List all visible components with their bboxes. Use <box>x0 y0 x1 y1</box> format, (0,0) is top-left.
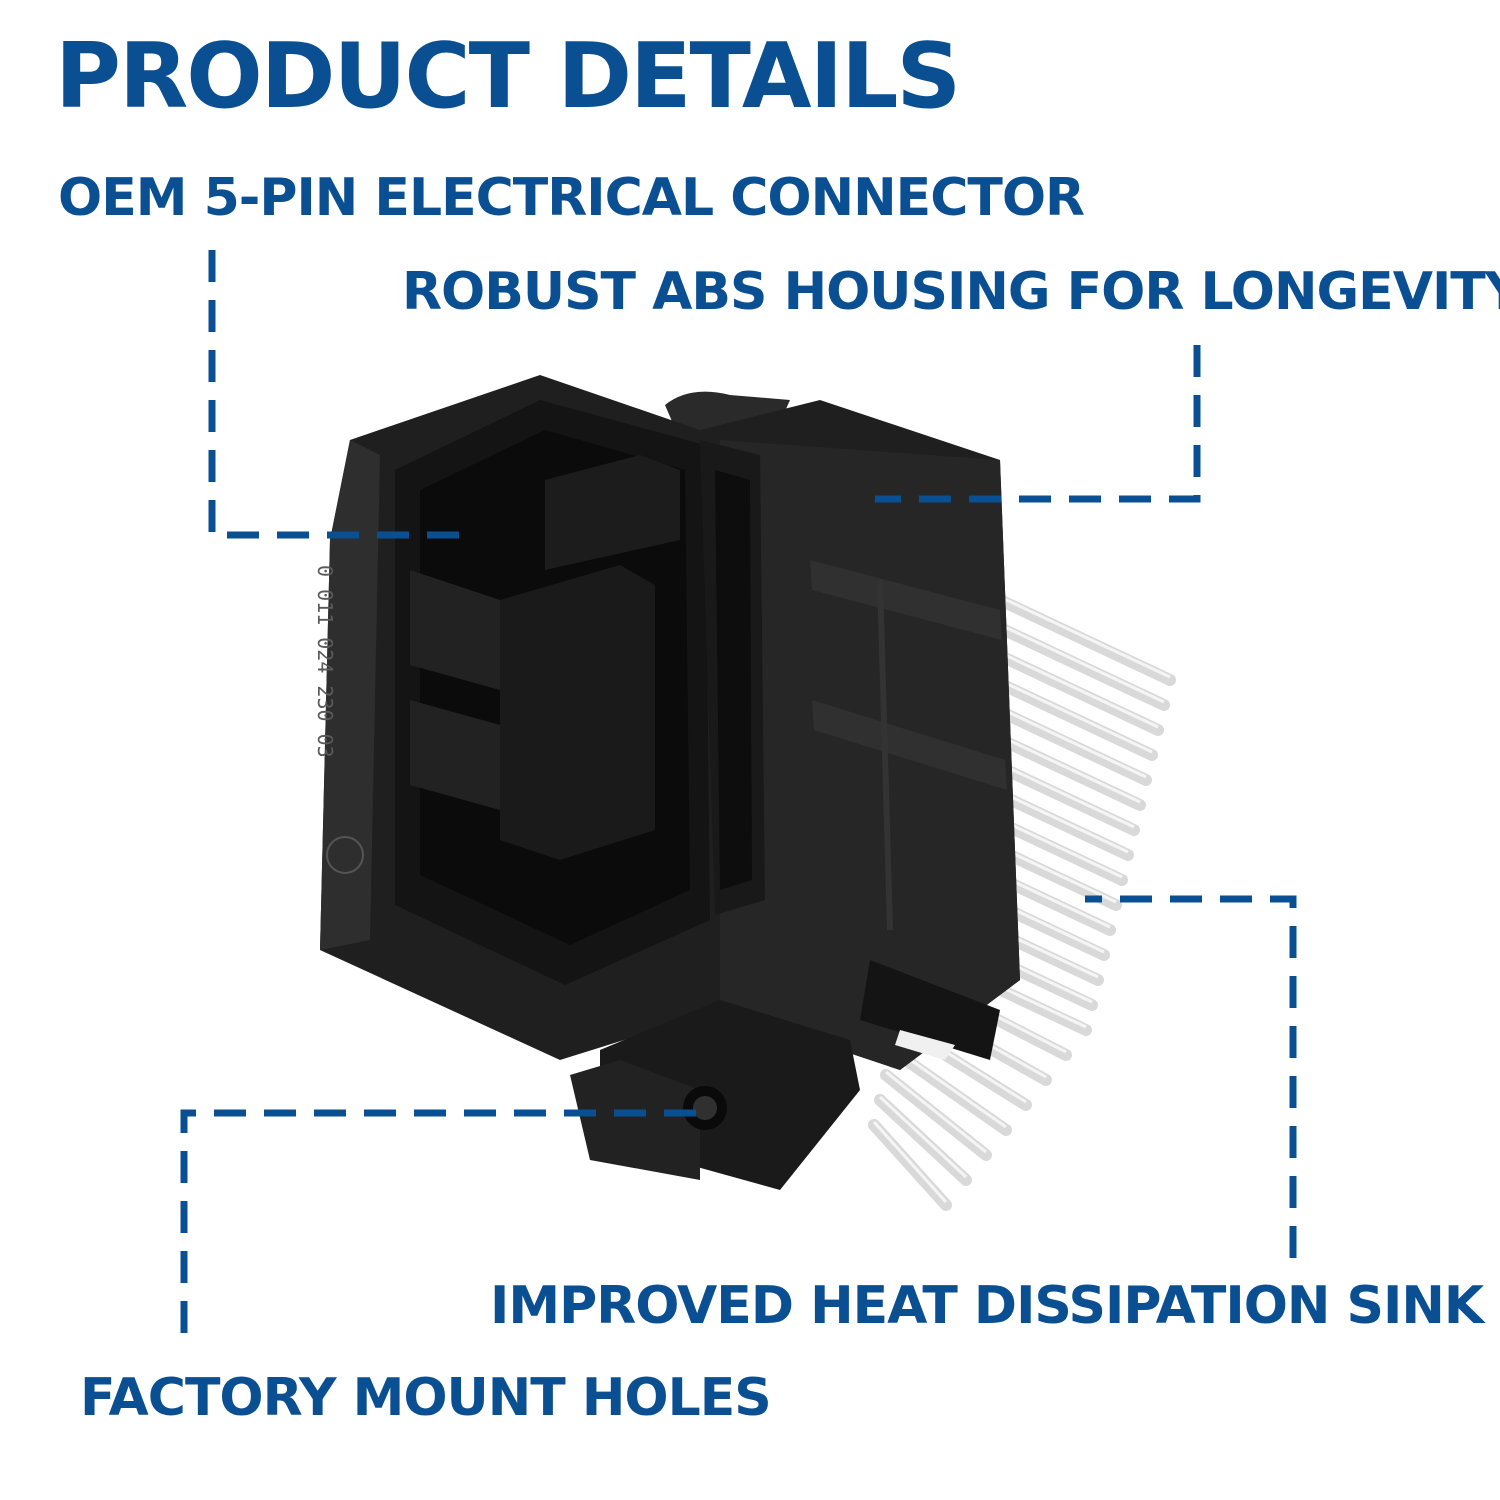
heat-sink-fin <box>988 619 1170 711</box>
heat-sink-fin <box>994 594 1176 686</box>
heat-sink-fin-highlight <box>987 645 1159 729</box>
heat-sink-fin <box>886 1044 1012 1136</box>
heat-sink-fin-highlight <box>878 1095 968 1179</box>
heat-sink-fin <box>982 644 1164 736</box>
label-heat-sink: IMPROVED HEAT DISSIPATION SINK <box>490 1276 1484 1336</box>
heat-sink-fin-highlight <box>999 595 1171 679</box>
heat-sink-fin-highlight <box>993 620 1165 704</box>
callout-line-mount-holes <box>180 1109 697 1333</box>
page-title: PRODUCT DETAILS <box>55 24 961 129</box>
heat-sink-fin <box>874 1094 972 1186</box>
heat-sink-fin-highlight <box>872 1120 948 1204</box>
heat-sink-fin-highlight <box>885 1070 987 1154</box>
callout-line-heat-sink <box>1085 895 1297 1258</box>
callout-line-connector <box>208 250 465 539</box>
callout-line-housing <box>875 345 1201 503</box>
heat-sink-fin <box>868 1119 952 1211</box>
label-connector: OEM 5-PIN ELECTRICAL CONNECTOR <box>58 168 1085 228</box>
blower-motor-resistor-icon <box>320 375 1020 1190</box>
label-mount-holes: FACTORY MOUNT HOLES <box>80 1368 772 1428</box>
heat-sink-fin <box>976 669 1158 761</box>
heat-sink-fin-highlight <box>981 670 1153 754</box>
part-marking: 0 011 024 230 03 <box>313 565 337 758</box>
heat-sink-fin <box>880 1069 992 1161</box>
label-housing: ROBUST ABS HOUSING FOR LONGEVITY <box>402 262 1500 322</box>
